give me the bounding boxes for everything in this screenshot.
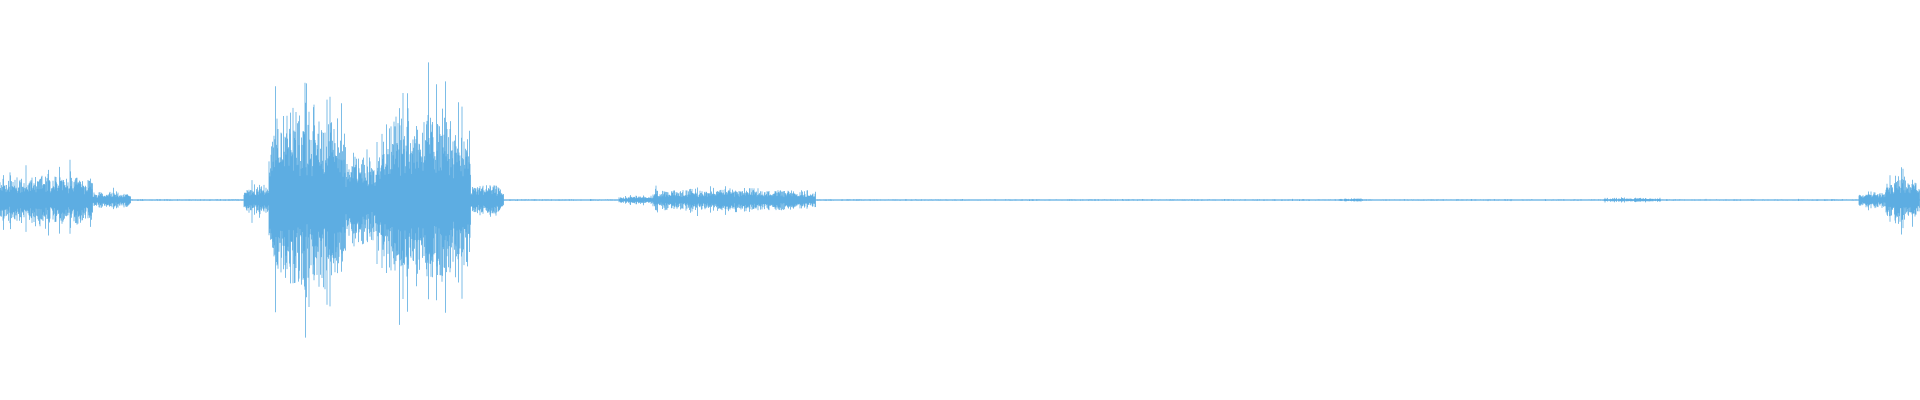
waveform-trace <box>0 62 1920 338</box>
waveform-samples <box>0 62 1920 338</box>
